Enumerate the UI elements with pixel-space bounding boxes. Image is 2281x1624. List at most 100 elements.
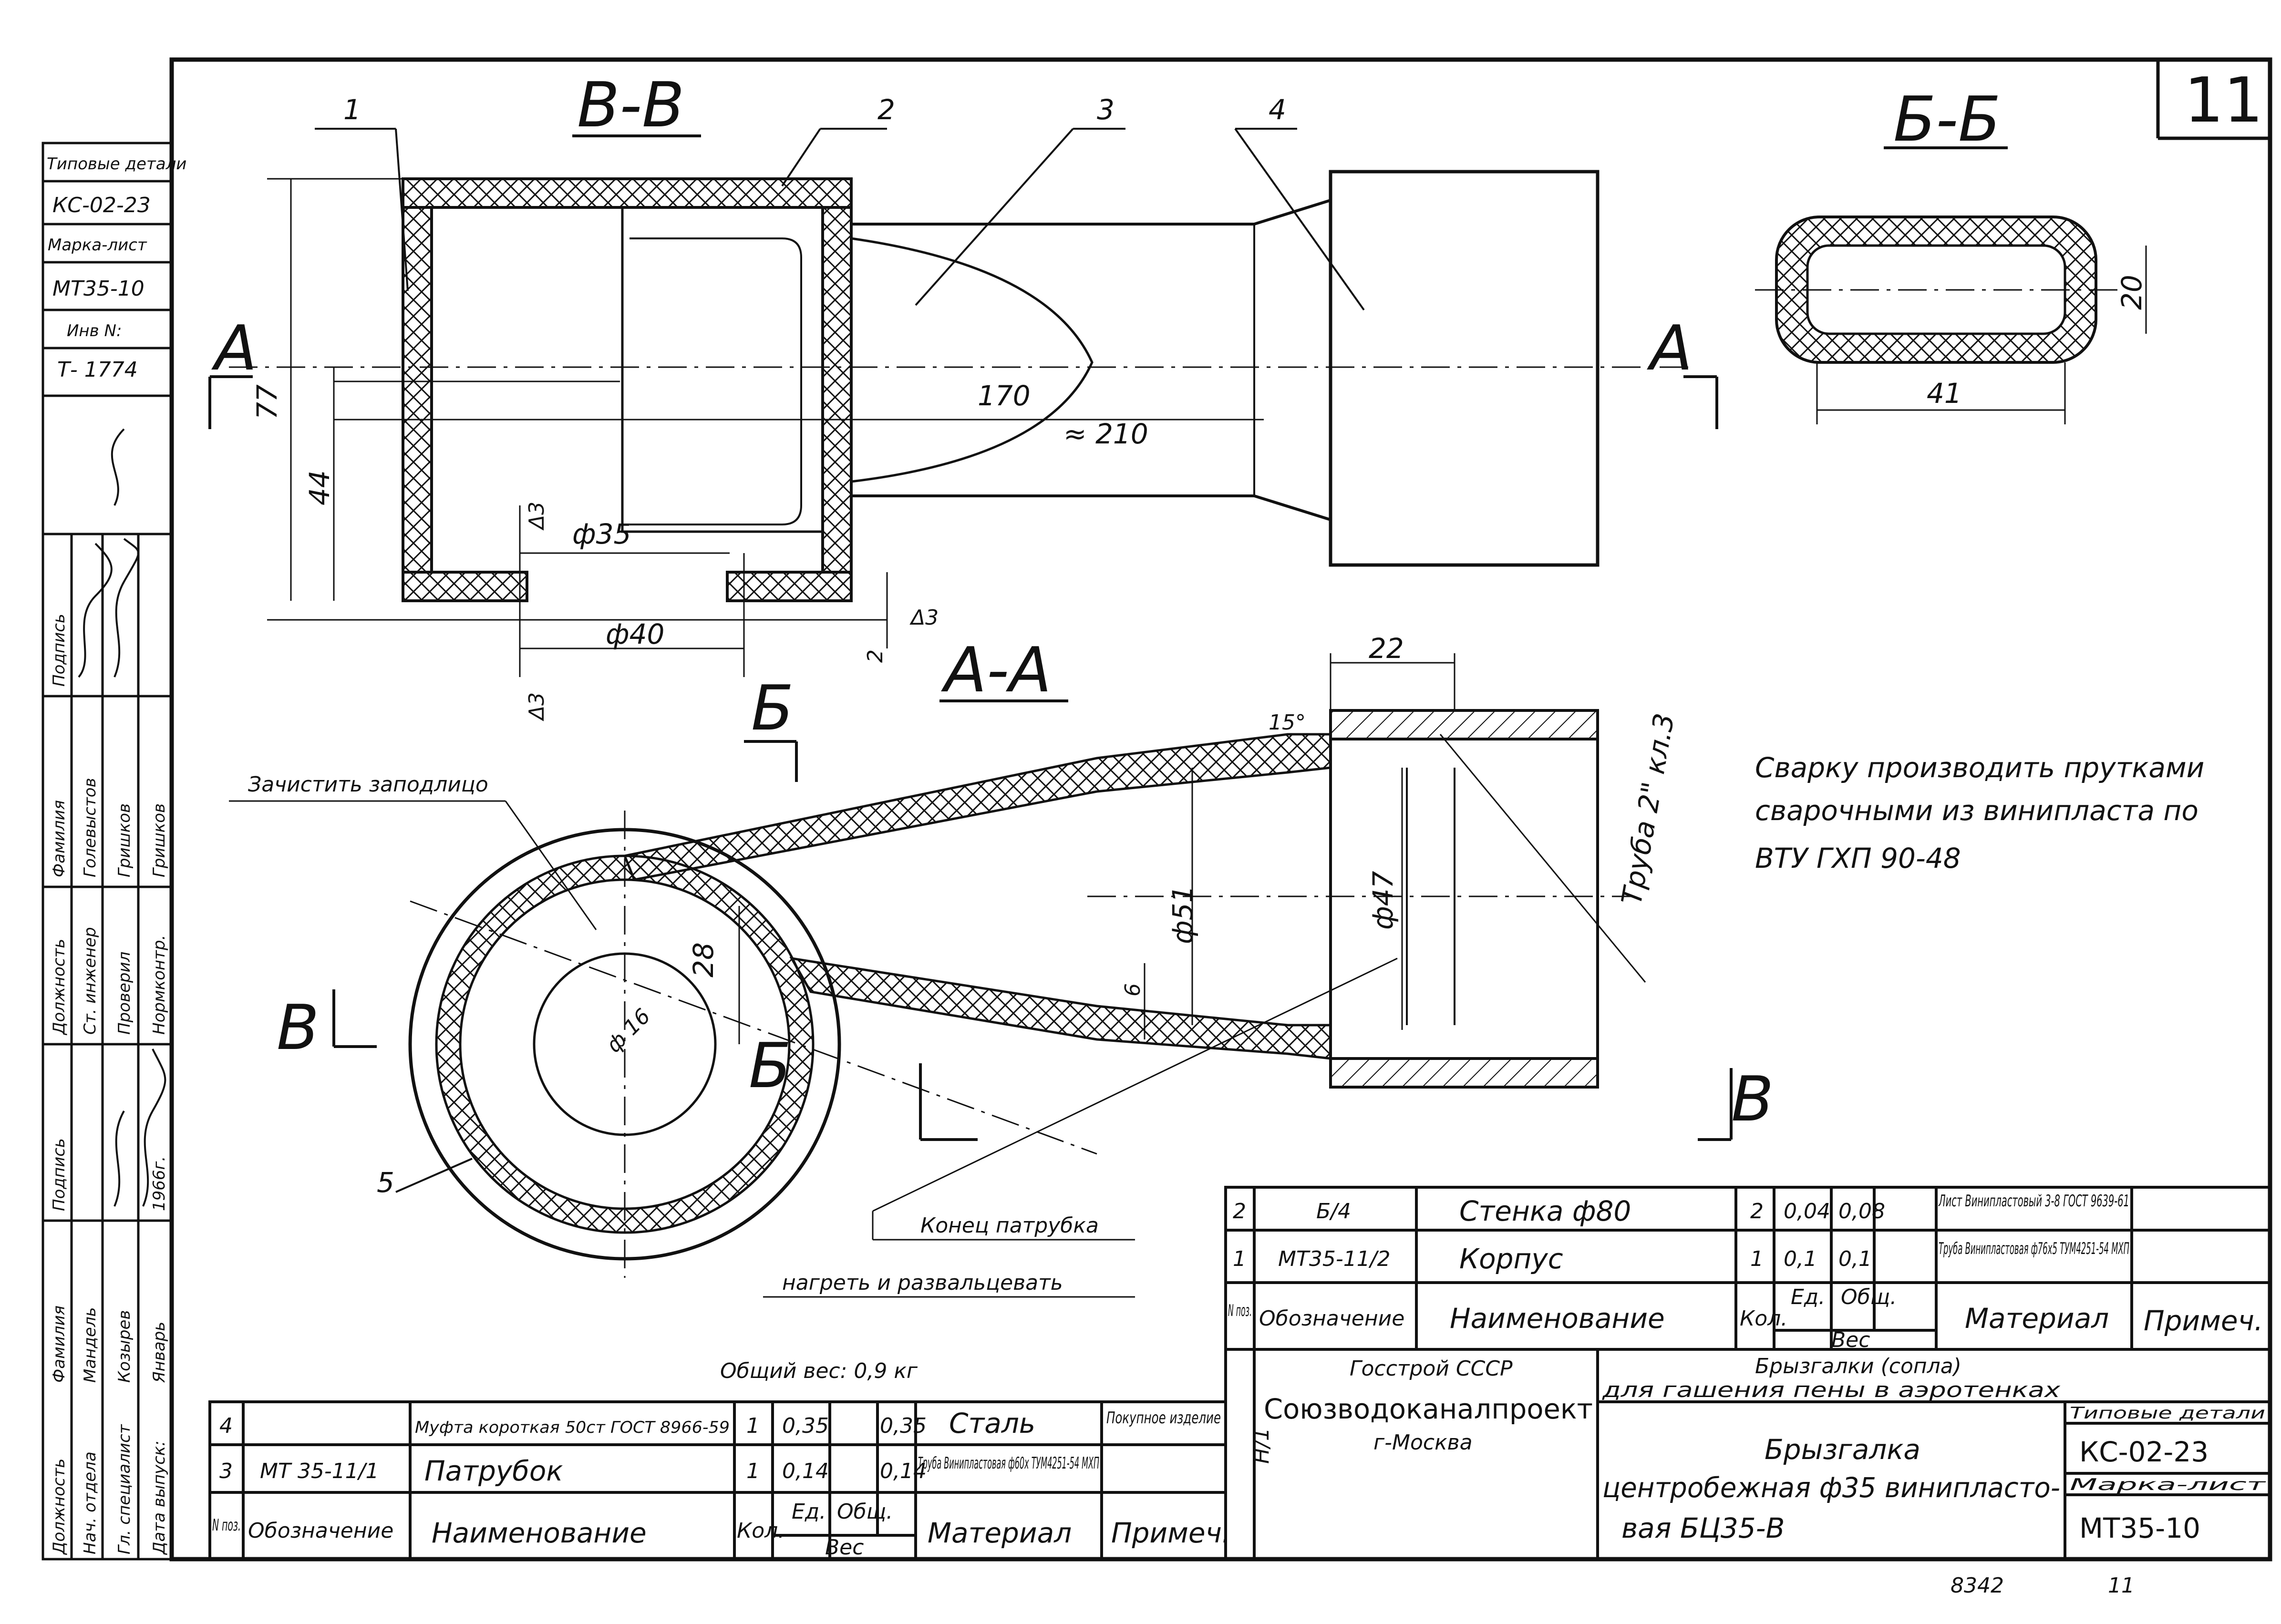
dim-6: 6 [1121,983,1145,997]
spec-r-row1-code: Б/4 [1316,1199,1351,1223]
cut-line-b [332,740,1733,1141]
spec-r-h-code: Обозначение [1259,1306,1404,1331]
title-series: КС-02-23 [2079,1436,2209,1468]
spec-l-row2-code: МТ 35-11/1 [260,1459,379,1483]
stamp2-r3-sign: 1966г. [150,1156,169,1211]
cut-label-a-left: А [211,312,257,384]
spec-r-row2-material: Труба Винипластовая ф76х5 ТУМ4251-54 МХП [1939,1239,2129,1258]
stamp2-r1-name: Мандель [81,1307,100,1383]
dimension-lines [267,178,888,677]
footer-number: 8342 [1951,1573,2004,1598]
spec-l-row2-pos: 3 [219,1459,233,1483]
spec-r-row2-qty: 1 [1750,1247,1764,1271]
stamp2-h-name: Фамилия [50,1305,69,1383]
dim-51: ф51 [1166,885,1199,944]
spec-l-h-weight: Вес [825,1535,864,1560]
sheet-number: 11 [2184,64,2263,136]
spec-l-row2-total: 0,14 [880,1459,927,1483]
stamp-r3-name: Гришков [150,803,169,877]
spec-l-row2-unit: 0,14 [782,1459,829,1483]
spec-r-h-note: Примеч. [2144,1305,2263,1337]
title-project1: Брызгалки (сопла) [1755,1354,1961,1378]
cut-line-a [208,375,1718,429]
total-weight: Общий вес: 0,9 кг [720,1359,918,1383]
spec-l-row1-qty: 1 [746,1414,760,1438]
spec-r-row1-name: Стенка ф80 [1459,1195,1631,1227]
spec-r-h-material: Материал [1965,1302,2109,1335]
dim-d3-c: Δ3 [909,606,939,630]
note-pipe-end-2: нагреть и развальцевать [782,1271,1063,1295]
dim-d3-a: Δ3 [525,502,549,531]
dim-210: ≈ 210 [1063,418,1148,450]
dim-2: 2 [863,649,888,663]
section-b-b-body [1755,216,2147,424]
stamp-h-role: Должность [50,939,69,1036]
spec-l-row1-unit: 0,35 [782,1414,829,1438]
callout-5: 5 [377,1166,394,1199]
spec-l-row2-material: Труба Винипластовая ф60х ТУМ4251-54 МХП [918,1454,1099,1473]
callout-1: 1 [343,93,361,126]
dimension-lines-aa [738,653,1646,1044]
stamp-series: КС-02-23 [52,193,151,217]
stamp-h-name: Фамилия [50,800,69,877]
spec-l-h-material: Материал [928,1517,1072,1549]
spec-r-h-total: Общ. [1841,1285,1897,1309]
spec-l-row2-qty: 1 [746,1459,760,1483]
section-title-aa: А-А [941,634,1052,706]
spec-r-row1-unit: 0,04 [1784,1199,1830,1223]
signature-scribble [114,538,139,678]
dim-22: 22 [1369,632,1404,665]
note-clean: Зачистить заподлицо [248,772,488,797]
stamp-r1-name: Голевыстов [81,778,100,877]
signature-scribble [111,428,125,506]
title-main3: вая БЦ35-В [1621,1512,1785,1544]
title-main1: Брызгалка [1765,1433,1920,1466]
footer-sheet: 11 [2108,1573,2135,1598]
spec-r-row2-name: Корпус [1459,1243,1563,1275]
dim-35: ф35 [572,518,631,550]
spec-l-row1-name: Муфта короткая 50ст ГОСТ 8966-59 [415,1418,730,1437]
stamp2-h-sign: Подпись [50,1138,69,1211]
cut-label-b-bottom: Б [749,1029,791,1102]
spec-l-h-qty: Кол. [737,1519,784,1543]
stamp-mark-label: Марка-лист [48,236,147,255]
spec-r-row2-pos: 1 [1233,1247,1246,1271]
leader-lines [315,128,1365,311]
spec-r-row2-unit: 0,1 [1784,1247,1817,1271]
dim-44: 44 [303,470,336,505]
signature-scribble [78,543,113,678]
stamp2-r3-role: Дата выпуск: [150,1440,169,1555]
stamp-r2-name: Гришков [115,803,134,877]
note-pipe-end-1: Конец патрубка [920,1213,1099,1238]
spec-l-row1-total: 0,35 [880,1414,927,1438]
spec-l-row1-material: Сталь [949,1407,1035,1439]
cut-label-v-left: В [277,991,319,1064]
title-mark: МТ35-10 [2079,1512,2200,1544]
signature-scribble [114,1110,125,1207]
spec-l-h-name: Наименование [432,1517,647,1549]
spec-l-h-total: Общ. [837,1500,893,1524]
spec-r-row1-material: Лист Винипластовый 3-8 ГОСТ 9639-61 [1938,1192,2129,1211]
spec-r-h-pos: N поз. [1228,1301,1252,1320]
left-stamp [41,142,173,1561]
spec-r-row1-pos: 2 [1233,1199,1246,1223]
spec-r-h-name: Наименование [1450,1302,1665,1335]
spec-r-row2-total: 0,1 [1838,1247,1872,1271]
section-title-vv: В-В [577,69,684,141]
spec-l-h-unit: Ед. [792,1500,826,1524]
spec-l-row2-name: Патрубок [424,1455,563,1487]
title-project2: для гашения пены в аэротенках [1602,1378,2061,1402]
spec-l-h-pos: N поз. [212,1516,241,1535]
callout-3: 3 [1097,93,1115,126]
callout-2: 2 [877,93,895,126]
spec-r-row2-code: МТ35-11/2 [1278,1247,1391,1271]
stamp-r3-role: Нормконтр. [150,935,169,1035]
dim-28: 28 [687,942,720,977]
dim-41: 41 [1927,377,1962,410]
spec-right-grid [1224,1186,2271,1351]
note-welding-1: Сварку производить прутками [1755,751,2204,784]
section-aa-body [408,709,1631,1278]
stamp2-r1-role: Нач. отдела [81,1451,100,1554]
spec-l-h-note: Примеч. [1111,1517,1230,1549]
